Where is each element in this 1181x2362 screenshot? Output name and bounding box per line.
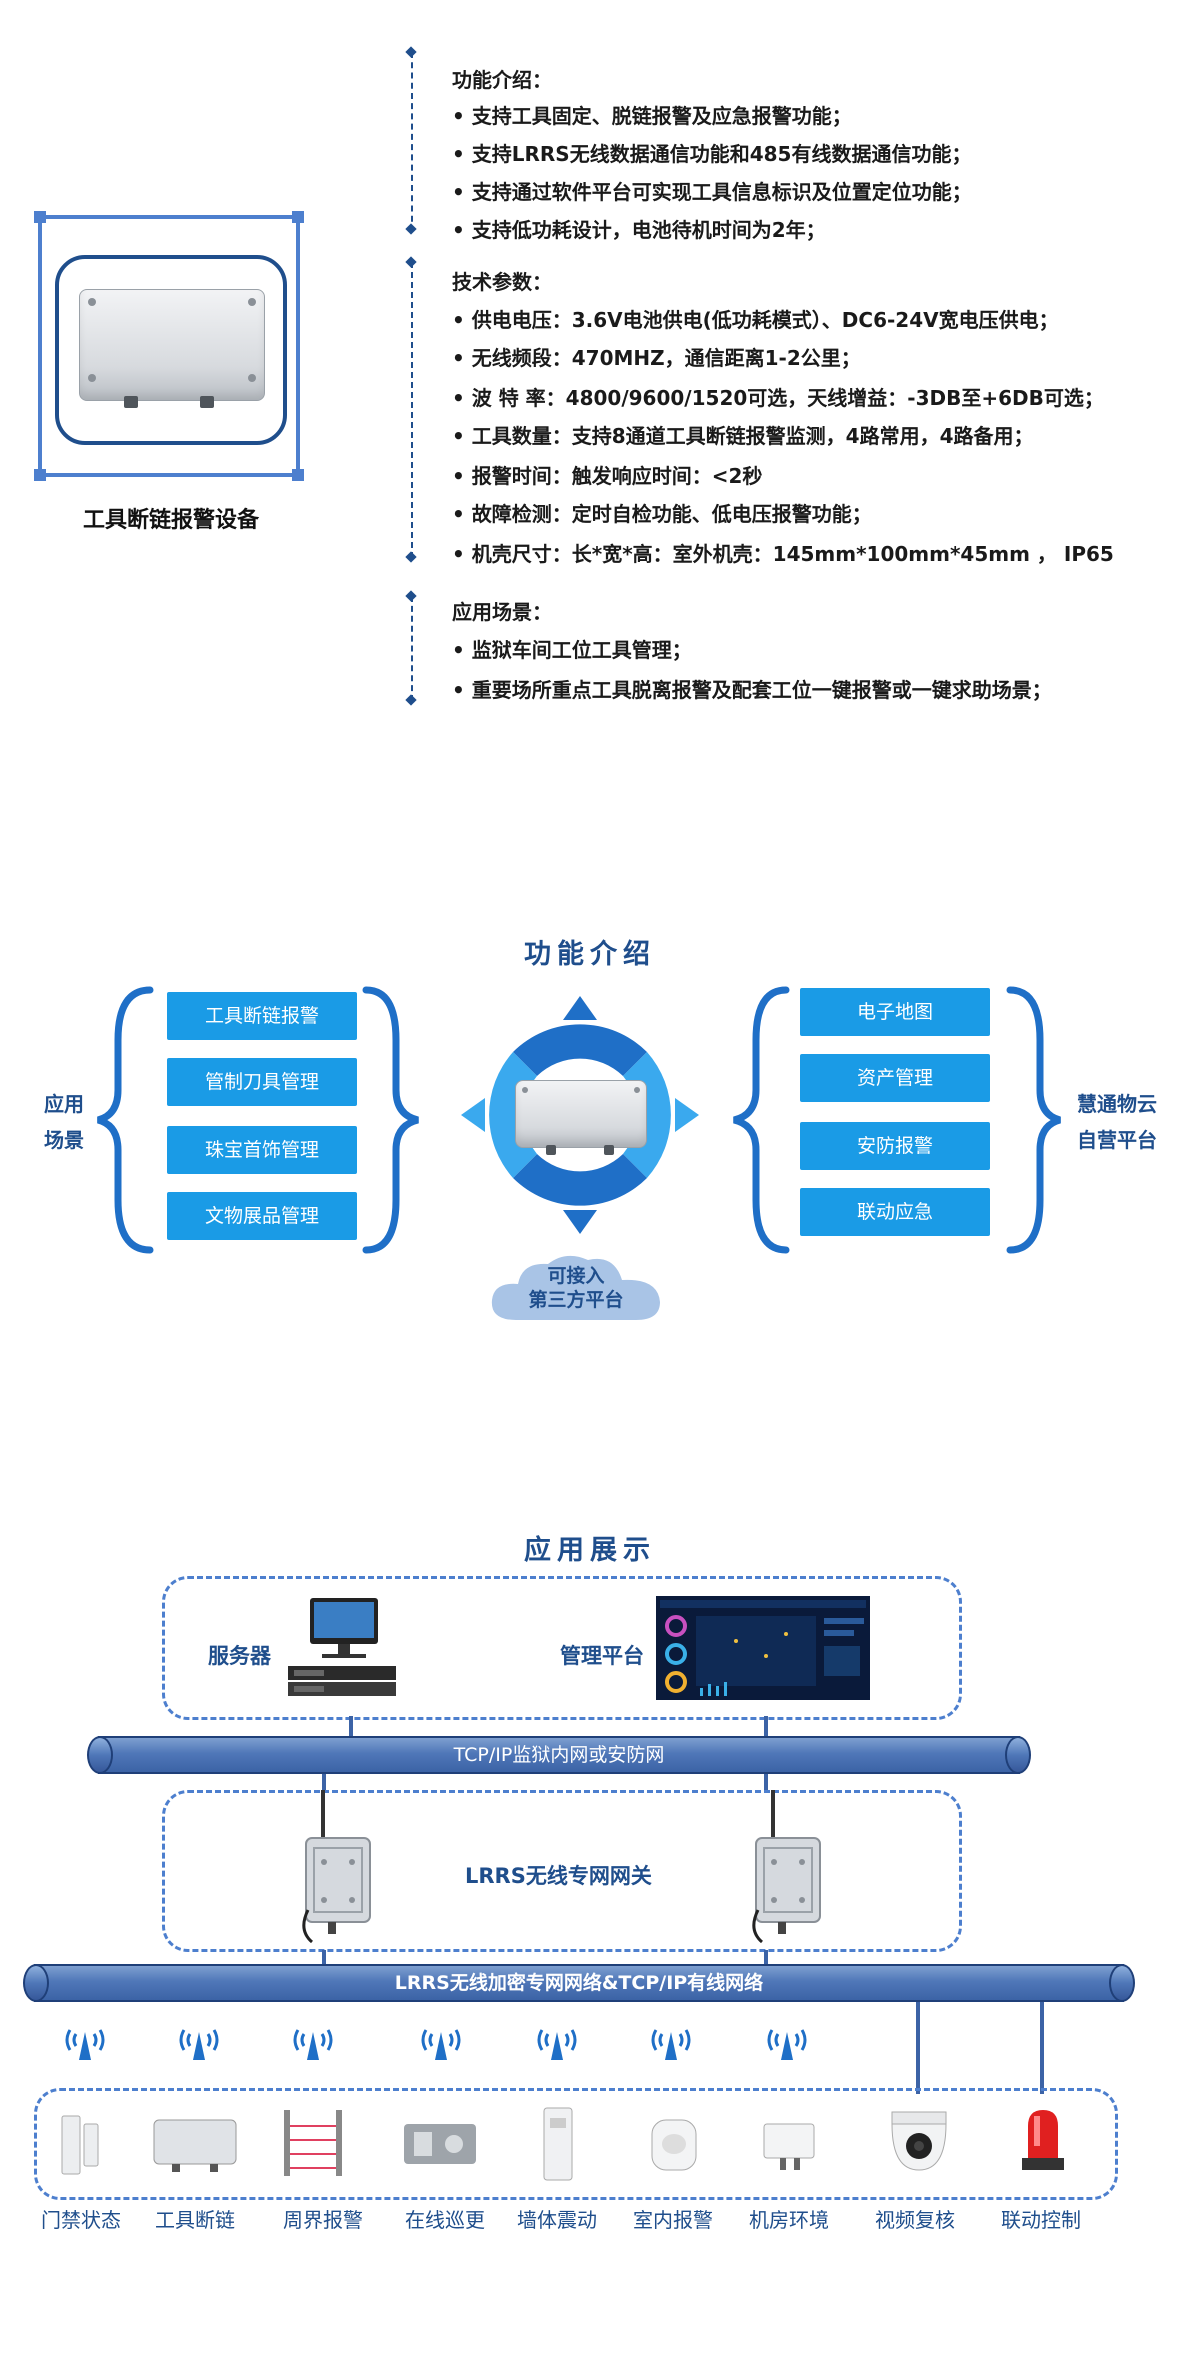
timeline-divider <box>411 52 413 232</box>
gateway-label: LRRS无线专网网关 <box>465 1864 652 1888</box>
function-diagram-title: 功能介绍 <box>524 939 656 970</box>
perimeter-beam-icon <box>284 2110 342 2176</box>
scene-item: • 监狱车间工位工具管理； <box>452 638 692 662</box>
wireless-signal-icon <box>767 2029 807 2060</box>
gateway-device-icon <box>302 1790 371 1944</box>
wireless-signal-icon <box>421 2029 461 2060</box>
spec-item: • 机壳尺寸：长*宽*高：室外机壳：145mm*100mm*45mm ， IP6… <box>452 542 1114 566</box>
device-label: 墙体震动 <box>517 2208 597 2232</box>
lrrs-network-pipe: LRRS无线加密专网网络&TCP/IP有线网络 <box>23 1964 1135 2002</box>
vibration-sensor-icon <box>543 2107 573 2181</box>
indoor-pir-icon <box>651 2119 697 2171</box>
wireless-signal-icon <box>65 2029 105 2060</box>
product-image-frame <box>34 211 304 481</box>
app-scene-relics: 文物展品管理 <box>167 1192 357 1240</box>
device-label: 门禁状态 <box>41 2208 121 2232</box>
device-label: 机房环境 <box>749 2208 829 2232</box>
platform-asset: 资产管理 <box>800 1054 990 1102</box>
spec-heading: 技术参数： <box>452 270 552 294</box>
scene-item: • 重要场所重点工具脱离报警及配套工位一键报警或一键求助场景； <box>452 678 1052 702</box>
function-item: • 支持LRRS无线数据通信功能和485有线数据通信功能； <box>452 142 972 166</box>
spec-item: • 故障检测：定时自检功能、低电压报警功能； <box>452 502 872 526</box>
spec-item: • 报警时间：触发响应时间：<2秒 <box>452 464 763 488</box>
siren-icon <box>1022 2110 1064 2170</box>
device-label: 在线巡更 <box>405 2208 485 2232</box>
server-label: 服务器 <box>208 1644 271 1668</box>
spec-item: • 供电电压：3.6V电池供电(低功耗模式）、DC6-24V宽电压供电； <box>452 308 1059 332</box>
tool-alarm-device-icon <box>153 2119 237 2172</box>
dashboard-screen-icon <box>656 1596 870 1700</box>
application-title: 应用展示 <box>524 1535 656 1566</box>
braces-graphic <box>96 986 1062 1254</box>
device-label: 视频复核 <box>875 2208 955 2232</box>
platform-label: 管理平台 <box>560 1644 644 1668</box>
device-label: 周界报警 <box>283 2208 363 2232</box>
server-icon <box>288 1598 396 1696</box>
patrol-point-icon <box>404 2124 476 2164</box>
app-scene-jewelry: 珠宝首饰管理 <box>167 1126 357 1174</box>
function-heading: 功能介绍： <box>452 68 552 92</box>
alarm-device-image <box>79 289 265 408</box>
platform-emap: 电子地图 <box>800 988 990 1036</box>
platform-security: 安防报警 <box>800 1122 990 1170</box>
product-caption: 工具断链报警设备 <box>82 508 259 533</box>
server-area <box>162 1576 962 1720</box>
camera-icon <box>891 2111 947 2171</box>
spec-item: • 工具数量：支持8通道工具断链报警监测，4路常用，4路备用； <box>452 424 1034 448</box>
device-label: 室内报警 <box>633 2208 713 2232</box>
wireless-signal-icon <box>179 2029 219 2060</box>
product-photo <box>55 255 287 445</box>
spec-item: • 无线频段：470MHZ，通信距离1-2公里； <box>452 346 861 370</box>
right-side-label: 慧通物云 自营平台 <box>1077 1092 1157 1152</box>
function-item: • 支持低功耗设计，电池待机时间为2年； <box>452 218 826 242</box>
device-label: 工具断链 <box>155 2208 235 2232</box>
cloud-icon <box>491 1255 660 1320</box>
alarm-device-image <box>515 1080 647 1155</box>
tcp-ip-network-pipe: TCP/IP监狱内网或安防网 <box>87 1736 1031 1774</box>
timeline-divider <box>411 596 413 701</box>
function-item: • 支持工具固定、脱链报警及应急报警功能； <box>452 104 852 128</box>
platform-emergency: 联动应急 <box>800 1188 990 1236</box>
spec-item: • 波 特 率：4800/9600/1520可选，天线增益：-3DB至+6DB可… <box>452 386 1104 410</box>
wireless-signal-icon <box>651 2029 691 2060</box>
wireless-signal-icon <box>293 2029 333 2060</box>
device-label: 联动控制 <box>1001 2208 1081 2232</box>
left-side-label: 应用 场景 <box>44 1092 84 1152</box>
app-scene-knife: 管制刀具管理 <box>167 1058 357 1106</box>
environment-sensor-icon <box>763 2123 815 2170</box>
app-scene-tool-alarm: 工具断链报警 <box>167 992 357 1040</box>
scene-heading: 应用场景： <box>452 600 552 624</box>
terminal-devices-area <box>34 2088 1118 2200</box>
cloud-text: 可接入 第三方平台 <box>528 1265 624 1311</box>
gateway-device-icon <box>752 1790 821 1944</box>
door-contact-icon <box>61 2115 99 2175</box>
function-item: • 支持通过软件平台可实现工具信息标识及位置定位功能； <box>452 180 972 204</box>
wireless-signal-icon <box>537 2029 577 2060</box>
timeline-divider <box>411 262 413 558</box>
gateway-area <box>162 1790 962 1952</box>
